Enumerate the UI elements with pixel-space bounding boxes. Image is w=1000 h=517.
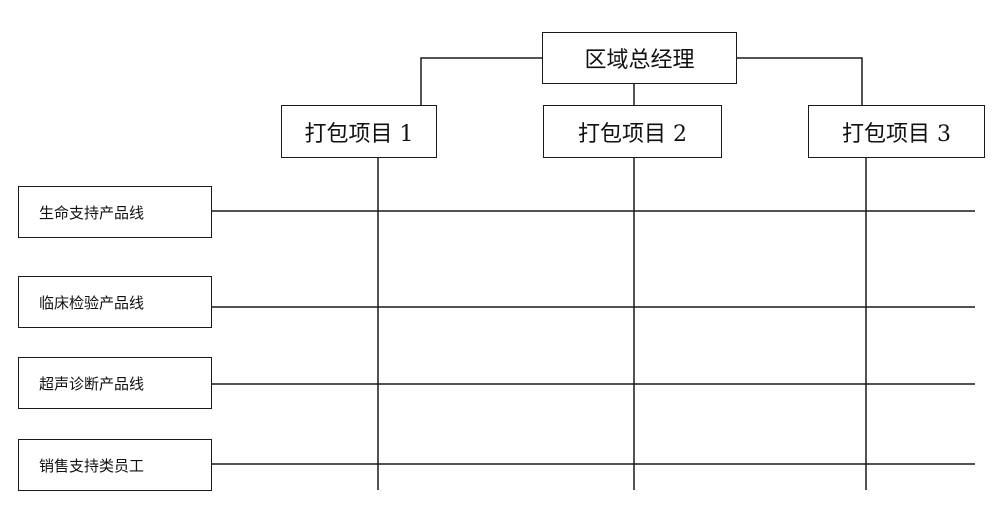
project-3-label: 打包项目 3 [842, 121, 951, 147]
row-1-label: 生命支持产品线 [39, 203, 145, 222]
ultrasound-product-line-box: 超声诊断产品线 [18, 357, 212, 409]
row-3-label: 超声诊断产品线 [39, 374, 145, 393]
project-1-box: 打包项目 1 [281, 105, 437, 158]
clinical-lab-product-line-box: 临床检验产品线 [18, 276, 212, 328]
project-3-box: 打包项目 3 [808, 105, 985, 158]
project-2-box: 打包项目 2 [543, 105, 722, 158]
regional-general-manager-label: 区域总经理 [584, 48, 695, 73]
connector-root-to-project-1 [420, 57, 542, 105]
project-1-label: 打包项目 1 [304, 121, 414, 147]
project-2-label: 打包项目 2 [578, 121, 687, 147]
sales-support-staff-box: 销售支持类员工 [18, 439, 212, 491]
row-2-label: 临床检验产品线 [39, 293, 145, 312]
regional-general-manager-box: 区域总经理 [542, 32, 737, 84]
life-support-product-line-box: 生命支持产品线 [18, 186, 212, 238]
connector-root-to-project-3 [737, 57, 863, 105]
row-4-label: 销售支持类员工 [39, 456, 145, 475]
